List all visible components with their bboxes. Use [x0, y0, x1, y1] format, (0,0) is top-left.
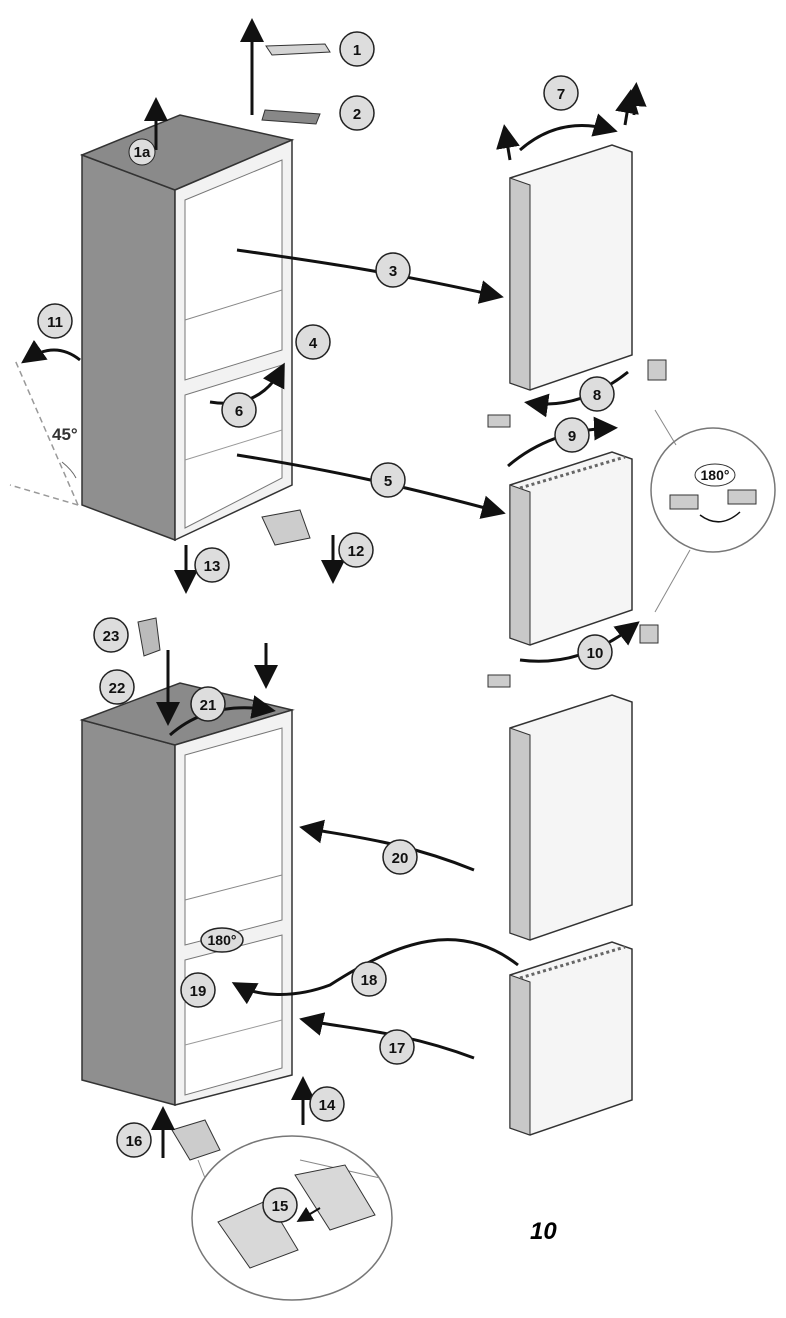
svg-text:7: 7	[557, 86, 565, 103]
angle-label: 45°	[52, 425, 78, 444]
upper-door-refit	[509, 694, 633, 941]
svg-text:16: 16	[126, 1133, 143, 1150]
svg-text:12: 12	[348, 543, 365, 560]
svg-text:23: 23	[103, 628, 120, 645]
lower-door-removed	[509, 451, 633, 646]
svg-text:17: 17	[389, 1040, 406, 1057]
svg-text:11: 11	[47, 314, 63, 331]
svg-text:19: 19	[190, 983, 207, 1000]
callout-12: 12	[338, 532, 374, 568]
svg-text:3: 3	[389, 263, 397, 280]
svg-text:10: 10	[587, 645, 604, 662]
callout-15: 15	[262, 1187, 298, 1223]
callout-11: 11	[37, 303, 73, 339]
svg-text:8: 8	[593, 387, 601, 404]
top-cover-parts	[144, 18, 331, 150]
svg-text:5: 5	[384, 473, 392, 490]
callout-18: 18	[351, 961, 387, 997]
svg-text:6: 6	[235, 403, 243, 420]
hinge-rotation-detail: 180°	[650, 409, 776, 613]
callout-10: 10	[577, 634, 613, 670]
lower-door-refit	[509, 941, 633, 1136]
svg-text:20: 20	[392, 850, 409, 867]
hinge-parts	[487, 359, 667, 688]
svg-text:1: 1	[353, 42, 361, 59]
svg-text:9: 9	[568, 428, 576, 445]
direction-arrows	[151, 82, 647, 1158]
callout-13: 13	[194, 547, 230, 583]
svg-text:14: 14	[319, 1097, 336, 1114]
callout-23: 23	[93, 617, 129, 653]
svg-text:21: 21	[200, 697, 217, 714]
svg-text:13: 13	[204, 558, 221, 575]
fridge-top-view	[79, 114, 295, 542]
rotation-badge-bottom: 180°	[208, 932, 237, 948]
svg-text:18: 18	[361, 972, 378, 989]
callout-22: 22	[99, 669, 135, 705]
rotation-badge-top: 180°	[701, 467, 730, 483]
fridge-bottom-view	[79, 617, 295, 1106]
callout-16: 16	[116, 1122, 152, 1158]
callout-1a: 1a	[128, 138, 156, 166]
callout-20: 20	[382, 839, 418, 875]
tilt-angle-indicator: 45°	[9, 359, 79, 506]
callout-14: 14	[309, 1086, 345, 1122]
callout-19: 19	[180, 972, 216, 1008]
callout-3: 3	[375, 252, 411, 288]
svg-text:15: 15	[272, 1198, 289, 1215]
callout-21: 21	[190, 686, 226, 722]
callout-17: 17	[379, 1029, 415, 1065]
callout-9: 9	[554, 417, 590, 453]
callout-8: 8	[579, 376, 615, 412]
page-number: 10	[530, 1218, 557, 1245]
svg-text:22: 22	[109, 680, 126, 697]
svg-text:4: 4	[309, 335, 318, 352]
callout-2: 2	[339, 95, 375, 131]
callout-6: 6	[221, 392, 257, 428]
svg-text:2: 2	[353, 106, 361, 123]
callout-1: 1	[339, 31, 375, 67]
callout-7: 7	[543, 75, 579, 111]
callout-5: 5	[370, 462, 406, 498]
callout-4: 4	[295, 324, 331, 360]
upper-door-removed	[496, 89, 639, 391]
svg-text:1a: 1a	[134, 144, 151, 161]
foot-hinge	[171, 509, 311, 1161]
rotation-badge-bottom-group: 180°	[200, 927, 244, 953]
